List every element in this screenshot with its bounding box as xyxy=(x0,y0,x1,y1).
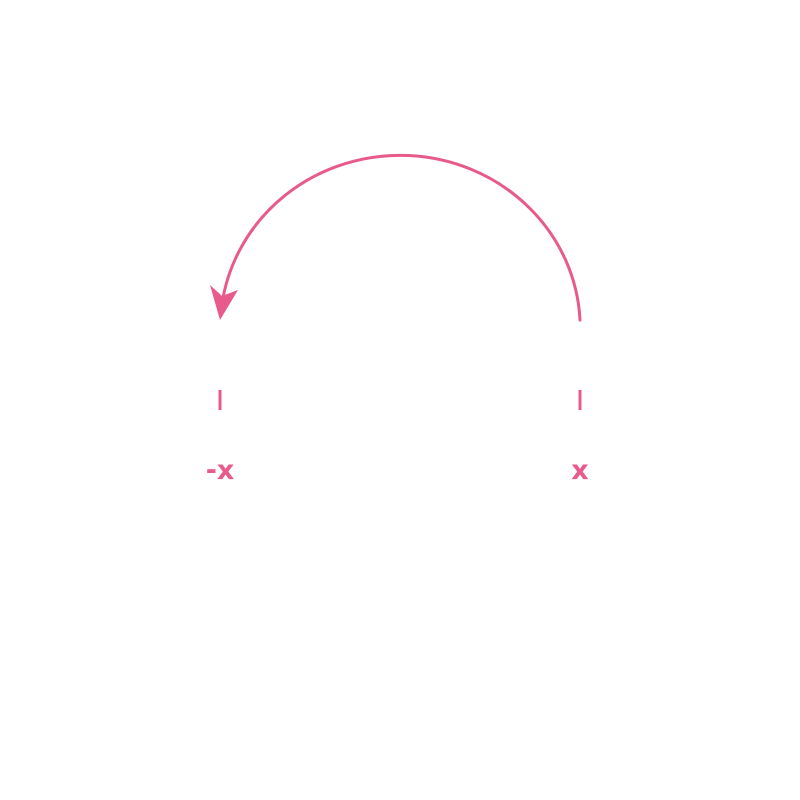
arrowhead-icon xyxy=(210,285,238,320)
label-x: x xyxy=(571,455,588,486)
arc-arrow xyxy=(220,153,582,322)
label-negative-x: -x xyxy=(206,455,235,486)
